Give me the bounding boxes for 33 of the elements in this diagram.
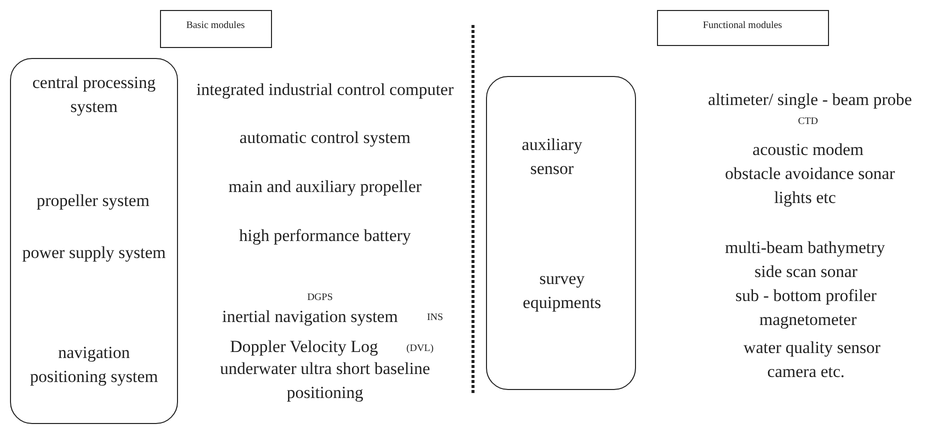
header-text: Basic modules <box>185 20 246 32</box>
module-name: propeller system <box>36 190 150 212</box>
module-name: auxiliary sensor <box>520 134 584 180</box>
module-header-box <box>657 10 829 46</box>
component-label: underwater ultra short baseline positioning <box>218 358 432 404</box>
component-label: obstacle avoidance sonar <box>725 163 895 185</box>
abbreviation-label: CTD <box>798 116 818 128</box>
component-label: magnetometer <box>759 309 857 331</box>
module-name: survey equipments <box>522 268 602 314</box>
abbreviation-label: DGPS <box>307 292 333 304</box>
component-label: high performance battery <box>239 225 411 247</box>
module-name: navigation positioning system <box>29 342 159 388</box>
component-label: water quality sensor <box>744 337 880 359</box>
component-label: inertial navigation system <box>222 306 398 328</box>
abbreviation-label: (DVL) <box>406 343 434 355</box>
component-label: main and auxiliary propeller <box>228 176 422 198</box>
rounded-panel <box>10 58 178 424</box>
component-label: altimeter/ single - beam probe <box>708 89 912 111</box>
module-header-box <box>160 10 272 48</box>
component-label: camera etc. <box>767 361 845 383</box>
component-label: multi-beam bathymetry <box>724 237 886 259</box>
component-label: sub - bottom profiler <box>735 285 877 307</box>
component-label: lights etc <box>774 187 836 209</box>
component-label: Doppler Velocity Log <box>230 336 378 358</box>
component-label: automatic control system <box>240 127 410 149</box>
module-name: power supply system <box>21 242 167 264</box>
component-label: acoustic modem <box>752 139 864 161</box>
component-label: side scan sonar <box>754 261 858 283</box>
module-name: central processing system <box>31 72 157 118</box>
component-label: integrated industrial control computer <box>195 79 455 101</box>
rounded-panel <box>486 76 636 390</box>
abbreviation-label: INS <box>426 312 444 324</box>
header-text: Functional modules <box>702 20 784 32</box>
